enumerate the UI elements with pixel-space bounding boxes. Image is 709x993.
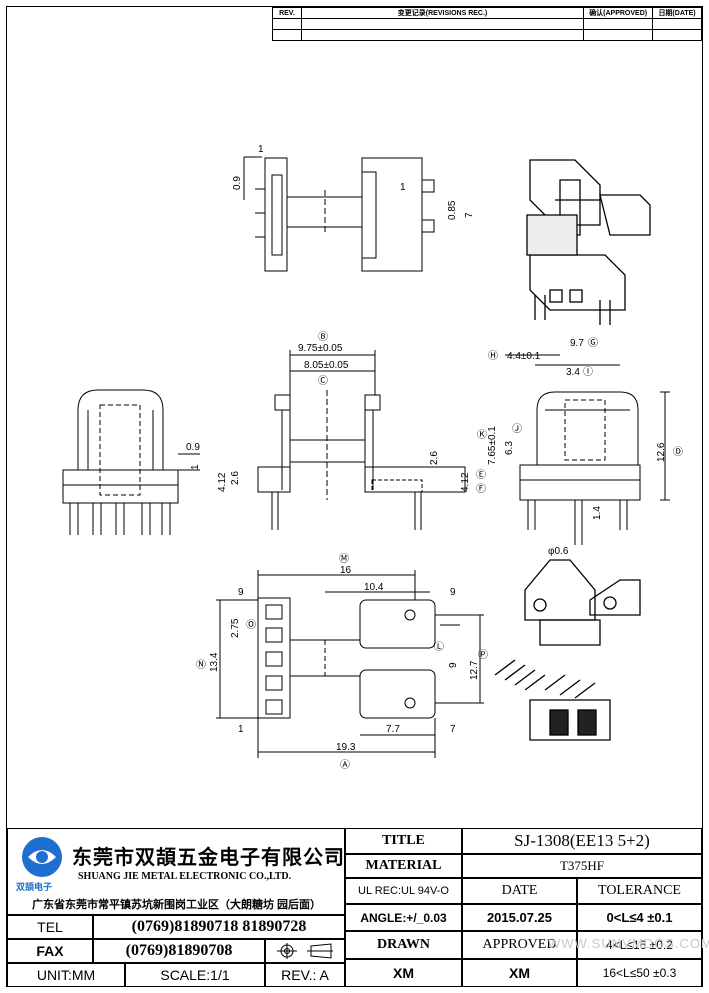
label-m: Ⓜ (339, 553, 349, 565)
dim-bot-275: 2.75 (230, 618, 241, 638)
dim-c-value: 8.05±0.05 (304, 360, 349, 371)
tolerance-row-3: 16<L≤50 ±0.3 (577, 959, 702, 987)
dim-top-left-1: 1 (258, 144, 264, 155)
dim-bot-9-left: 9 (238, 587, 244, 598)
isometric-bottom (494, 559, 641, 741)
dim-d-value: 12.6 (656, 442, 667, 462)
front-view (62, 389, 200, 535)
watermark: WWW.SUNVMDGS.COM (548, 936, 709, 951)
plan-view (216, 570, 484, 758)
end-side-view (505, 354, 670, 545)
company-name-en: SHUANG JIE METAL ELECTRONIC CO.,LTD. (78, 871, 292, 882)
dim-m-value: 16 (340, 565, 352, 576)
technical-drawing: 1 0.9 1 0.85 7 Ⓑ 9.75±0.05 8.05±0.05 Ⓒ 0… (62, 144, 683, 771)
company-logo-icon (22, 837, 62, 877)
dim-k-value: 7.65±0.1 (487, 426, 498, 465)
tolerance-row-1: 0<L≤4 ±0.1 (577, 904, 702, 931)
label-g: Ⓖ (588, 337, 598, 349)
dim-top-right-7: 7 (464, 212, 475, 218)
dim-mid-26-right: 2.6 (429, 451, 440, 465)
dim-phi06: φ0.6 (548, 546, 569, 557)
title-value: SJ-1308(EE13 5+2) (462, 828, 702, 854)
label-a: Ⓐ (340, 759, 350, 771)
material-label: MATERIAL (345, 854, 462, 878)
company-name-cn: 东莞市双頡五金电子有限公司 (72, 847, 345, 869)
ul-rec: UL REC:UL 94V-O (345, 878, 462, 904)
dim-mid-1: 1 (190, 464, 201, 470)
label-j: Ⓙ (512, 423, 522, 435)
dim-b-value: 9.75±0.05 (298, 343, 343, 354)
label-d: Ⓓ (673, 446, 683, 458)
dim-bot-104: 10.4 (364, 582, 384, 593)
tel-label: TEL (7, 915, 93, 939)
dim-side-14: 1.4 (592, 506, 603, 520)
label-k: Ⓚ (477, 429, 487, 441)
dim-p-value: 12.7 (469, 660, 480, 680)
title-block: 双頡电子 东莞市双頡五金电子有限公司 SHUANG JIE METAL ELEC… (7, 828, 702, 987)
label-l: Ⓛ (434, 641, 444, 653)
label-i: Ⓘ (583, 366, 593, 378)
drawn-value: XM (345, 959, 462, 987)
dim-mid-412-right: 4.12 (460, 472, 471, 492)
dim-g-value: 9.7 (570, 338, 584, 349)
dim-i-value: 3.4 (566, 367, 580, 378)
dim-j-value: 6.3 (504, 441, 515, 455)
date-label: DATE (462, 878, 577, 904)
fax-label: FAX (7, 939, 93, 963)
label-e: Ⓔ (476, 469, 486, 481)
dim-h-value: 4.4±0.1 (507, 351, 541, 362)
tolerance-label: TOLERANCE (577, 878, 702, 904)
label-n: Ⓝ (196, 659, 206, 671)
dim-mid-412-left: 4.12 (217, 472, 228, 492)
approved-value: XM (462, 959, 577, 987)
label-h: Ⓗ (488, 350, 498, 362)
dim-top-left-09: 0.9 (232, 176, 243, 190)
angle: ANGLE:+/_0.03 (345, 904, 462, 931)
drawn-label: DRAWN (345, 931, 462, 959)
tel-value: (0769)81890718 81890728 (93, 915, 345, 939)
projection-symbol-cell (265, 939, 345, 963)
top-end-view (243, 156, 435, 272)
dim-top-right-1: 1 (400, 182, 406, 193)
dim-bot-9-right: 9 (450, 587, 456, 598)
tolerance-row-2: 4<L≤16 ±0.2 (577, 931, 702, 959)
label-b: Ⓑ (318, 331, 328, 343)
company-address: 广东省东莞市常平镇苏坑新围岗工业区（大朗糖坊 园后面） (32, 899, 322, 911)
dim-top-right-085: 0.85 (447, 200, 458, 220)
unit-cell: UNIT:MM (7, 963, 125, 987)
isometric-top (526, 159, 651, 325)
projection-symbol-icon (277, 943, 333, 959)
approved-label: APPROVED (462, 931, 577, 959)
dim-mid-09: 0.9 (186, 442, 200, 453)
dim-bot-7: 7 (450, 724, 456, 735)
scale-cell: SCALE:1/1 (125, 963, 265, 987)
fax-value: (0769)81890708 (93, 939, 265, 963)
title-label: TITLE (345, 828, 462, 854)
label-f: Ⓕ (476, 483, 486, 495)
dim-mid-26-left: 2.6 (230, 471, 241, 485)
material-value: T375HF (462, 854, 702, 878)
rev-cell: REV.: A (265, 963, 345, 987)
dim-a-value: 19.3 (336, 742, 356, 753)
company-cell: 双頡电子 东莞市双頡五金电子有限公司 SHUANG JIE METAL ELEC… (7, 828, 345, 915)
label-o: Ⓞ (246, 619, 256, 631)
label-c: Ⓒ (318, 375, 328, 387)
dim-bot-9-inner: 9 (448, 662, 459, 668)
dim-bot-1: 1 (238, 724, 244, 735)
dim-n-value: 13.4 (209, 652, 220, 672)
logo-text: 双頡电子 (16, 882, 53, 892)
dim-bot-77: 7.7 (386, 724, 400, 735)
revision-table: REV. 变更记录(REVISIONS REC.) 确认(APPROVED) 日… (272, 7, 702, 41)
date-value: 2015.07.25 (462, 904, 577, 931)
side-section-view (257, 350, 466, 530)
label-p: Ⓟ (478, 649, 488, 661)
